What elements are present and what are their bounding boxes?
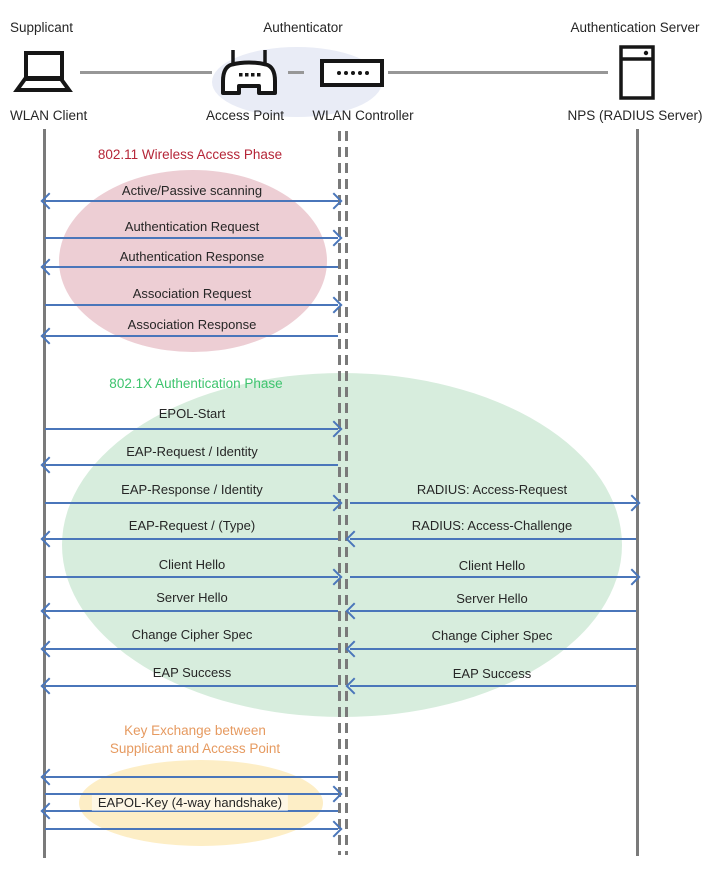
message-arrow — [45, 335, 338, 337]
phase2-title: 802.1X Authentication Phase — [109, 376, 283, 391]
device-label-nps-radius-server: NPS (RADIUS Server) — [567, 108, 703, 123]
message-label: Change Cipher Spec — [431, 628, 553, 643]
server-icon — [619, 45, 655, 100]
message-label: Active/Passive scanning — [121, 183, 263, 198]
lifeline-authenticator-left-dashed — [338, 131, 341, 855]
connector-line-client-ap — [80, 71, 212, 74]
message-label: Authentication Response — [119, 249, 265, 264]
lifeline-radius-server — [636, 129, 639, 856]
message-label: Authentication Request — [124, 219, 260, 234]
access-point-icon — [221, 50, 277, 95]
phase3-title-line1: Key Exchange between — [124, 723, 266, 738]
message-label: EAP-Response / Identity — [121, 482, 263, 497]
message-label: Server Hello — [456, 591, 528, 606]
message-arrow — [45, 266, 338, 268]
connector-line-ap-controller — [288, 71, 304, 74]
message-arrow — [45, 776, 338, 778]
message-label: EPOL-Start — [158, 406, 226, 421]
message-label: EAP Success — [152, 665, 232, 680]
message-label: Client Hello — [458, 558, 526, 573]
role-label-supplicant: Supplicant — [10, 20, 74, 35]
message-arrow — [45, 502, 338, 504]
role-label-authenticator: Authenticator — [263, 20, 343, 35]
message-arrow — [45, 576, 338, 578]
message-arrow — [45, 538, 338, 540]
message-label: Association Response — [127, 317, 257, 332]
message-arrow — [45, 464, 338, 466]
message-arrow — [350, 610, 636, 612]
message-label: Change Cipher Spec — [131, 627, 253, 642]
message-arrow — [45, 304, 338, 306]
message-label: Server Hello — [156, 590, 228, 605]
message-label: EAP-Request / (Type) — [128, 518, 256, 533]
device-label-access-point: Access Point — [205, 108, 285, 123]
message-label: Association Request — [132, 286, 252, 301]
wlan-controller-icon — [320, 59, 384, 87]
message-arrow — [45, 685, 338, 687]
message-arrow — [45, 200, 338, 202]
phase1-title: 802.11 Wireless Access Phase — [97, 147, 283, 162]
message-label: Client Hello — [158, 557, 226, 572]
message-label: EAP Success — [452, 666, 532, 681]
message-arrow — [350, 685, 636, 687]
message-arrow — [45, 428, 338, 430]
laptop-icon — [13, 51, 73, 92]
message-arrow — [350, 538, 636, 540]
message-arrow — [45, 793, 338, 795]
connector-line-controller-server — [388, 71, 608, 74]
message-arrow — [350, 576, 636, 578]
message-arrow — [45, 237, 338, 239]
message-arrow — [45, 648, 338, 650]
message-arrow — [350, 502, 636, 504]
message-arrow — [45, 810, 338, 812]
phase2-ellipse — [62, 373, 622, 717]
message-label: EAP-Request / Identity — [126, 444, 258, 459]
message-label: RADIUS: Access-Request — [416, 482, 568, 497]
phase3-title-line2: Supplicant and Access Point — [109, 741, 281, 756]
role-label-authentication-server: Authentication Server — [570, 20, 700, 35]
lifeline-wlan-client — [43, 129, 46, 858]
device-label-wlan-client: WLAN Client — [10, 108, 88, 123]
message-arrow — [45, 610, 338, 612]
message-label: RADIUS: Access-Challenge — [411, 518, 573, 533]
message-arrow — [45, 828, 338, 830]
lifeline-authenticator-right-dashed — [345, 131, 348, 855]
message-label-eapol-key: EAPOL-Key (4-way handshake) — [91, 795, 289, 811]
device-label-wlan-controller: WLAN Controller — [312, 108, 414, 123]
message-arrow — [350, 648, 636, 650]
